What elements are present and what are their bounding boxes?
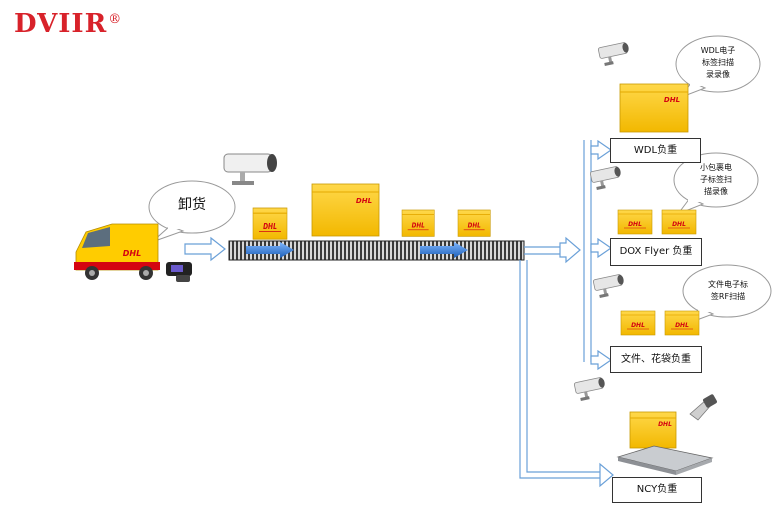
logo-text: DVIIR: [14, 9, 108, 39]
document-bubble-text: 文件电子标 签RF扫描: [688, 279, 768, 303]
brand-logo: DVIIR®: [14, 9, 122, 39]
large-parcel-box: DHL: [311, 183, 380, 237]
unload-speech-bubble: [148, 180, 236, 243]
bubble-line: 描录像: [704, 187, 728, 196]
wdl-station-label: WDL负重: [610, 138, 701, 163]
floor-scale-icon: [616, 445, 714, 475]
bubble-line: 签RF扫描: [710, 292, 746, 301]
dhl-van-icon: DHL: [74, 223, 160, 280]
bubble-line: 标签扫描: [702, 58, 734, 67]
flow-arrow-to-wdl: [590, 139, 613, 161]
wdl-large-box: DHL: [619, 83, 689, 133]
unload-bubble-text: 卸货: [178, 197, 206, 213]
surveillance-camera-icon: [597, 41, 632, 68]
surveillance-camera-icon: [589, 165, 624, 192]
barcode-scanner-icon: [689, 394, 717, 421]
wdl-bubble-text: WDL电子 标签扫描 录录像: [680, 45, 756, 81]
parcel-box: [617, 209, 653, 235]
ncy-station-label: NCY负重: [612, 477, 702, 503]
bubble-line: WDL电子: [700, 46, 736, 55]
parcel-box: [661, 209, 697, 235]
registered-mark: ®: [108, 12, 123, 27]
surveillance-camera-icon: [573, 376, 608, 403]
parcel-box: [664, 310, 700, 336]
bubble-line: 文件电子标: [708, 280, 748, 289]
bubble-line: 录录像: [706, 70, 730, 79]
parcel-box: [401, 209, 435, 237]
parcel-box: [252, 207, 288, 240]
flow-arrow-to-dox: [590, 237, 613, 259]
svg-text:DHL: DHL: [658, 421, 672, 428]
document-station-label: 文件、花袋负重: [610, 346, 702, 373]
ncy-parcel-box: DHL: [629, 411, 677, 449]
dox-station-label: DOX Flyer 负重: [610, 238, 702, 266]
dox-bubble-text: 小包裹电 子标签扫 描录像: [678, 162, 754, 198]
flow-arrow-to-ncy: [599, 462, 614, 488]
conveyor-belt: [228, 240, 525, 261]
wdl-speech-bubble: [675, 35, 761, 100]
parcel-box: [620, 310, 656, 336]
svg-text:DHL: DHL: [664, 96, 680, 104]
flow-arrow-van-to-belt: [184, 236, 226, 262]
handheld-scanner-icon: [166, 262, 192, 282]
distribution-lines: [519, 140, 600, 479]
flow-arrow-to-document: [590, 349, 613, 371]
bubble-line: 小包裹电: [700, 163, 732, 172]
flow-arrow-belt-to-branch: [559, 236, 581, 264]
parcel-box: [457, 209, 491, 237]
svg-text:DHL: DHL: [123, 249, 141, 258]
surveillance-camera-icon: [223, 153, 277, 185]
svg-text:DHL: DHL: [356, 197, 372, 205]
surveillance-camera-icon: [592, 273, 627, 300]
bubble-line: 子标签扫: [700, 175, 732, 184]
